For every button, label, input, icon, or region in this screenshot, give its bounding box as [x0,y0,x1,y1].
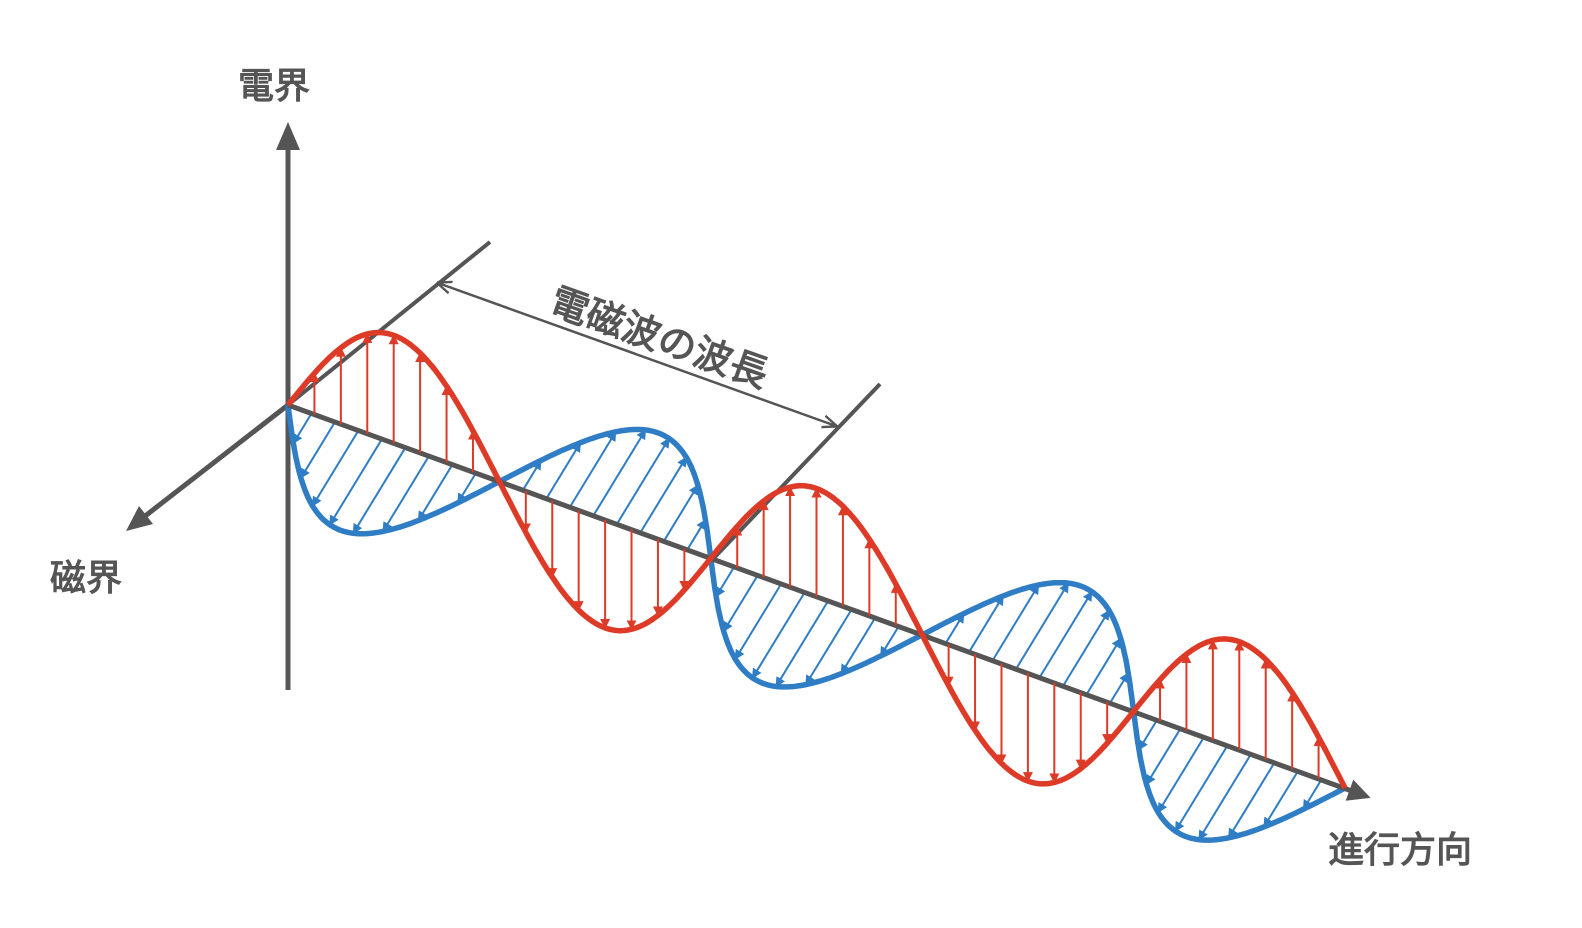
magnetic-vector-arrow [751,591,806,679]
magnetic-vector-arrow [722,574,759,632]
magnetic-vector-arrow [456,472,477,504]
magnetic-vector-arrow [311,430,360,507]
magnetic-vector-arrow [1174,744,1229,832]
magnetic-vector-arrow [1197,753,1252,841]
magnetic-vector-arrow [1015,582,1070,670]
electric-wave-group [285,329,1348,790]
magnetic-field-label: 磁界 [50,558,122,599]
magnetic-vector-arrow [804,608,853,686]
magnetic-vector-arrow [1227,761,1276,839]
magnetic-vector-arrow [686,519,707,551]
magnetic-vector-arrow [840,617,877,675]
magnetic-wave-group [285,404,1347,843]
propagation-label: 進行方向 [1328,830,1472,871]
magnetic-vector-arrow [615,437,670,525]
magnetic-vector-arrow [1109,672,1130,704]
magnetic-vector-arrow [292,412,313,445]
magnetic-vector-arrow [639,456,688,534]
wavelength-dimension-arrow [438,283,836,426]
magnetic-vector-arrow [352,447,407,535]
magnetic-vector-arrow [417,464,454,522]
magnetic-vector-arrow [1038,590,1093,678]
magnetic-wave-curve [285,404,1347,843]
magnetic-vector-arrow [300,421,336,479]
wavelength-label: 電磁波の波長 [545,279,776,397]
magnetic-vector-arrow [592,429,647,517]
magnetic-vector-arrow [715,566,736,598]
magnetic-vector-arrow [879,625,900,657]
magnetic-vector-arrow [662,484,699,542]
magnetic-vector-arrow [1302,778,1323,811]
magnetic-vector-arrow [1157,736,1205,814]
magnetic-vector-arrow [968,595,1005,653]
electric-field-label: 電界 [238,66,310,107]
magnetic-vector-arrow [545,441,582,500]
propagation-axis-group [287,402,1371,801]
magnetic-vector-arrow [569,430,617,508]
magnetic-vector-arrow [1138,719,1158,751]
magnetic-vector-arrow [328,438,383,526]
magnetic-vector-arrow [382,455,430,533]
magnetic-vector-arrow [991,584,1040,661]
magnetic-vector-arrow [944,612,965,644]
magnetic-vector-arrow [522,459,542,491]
magnetic-vector-arrow [775,600,830,688]
magnetic-vector-arrow [734,583,783,660]
propagation-axis [287,402,1371,801]
magnetic-vector-arrow [1263,770,1299,828]
wavelength-tick-left [286,240,492,407]
magnetic-vector-arrow [1085,637,1122,695]
magnetic-field-axis [138,403,290,522]
electric-axis-arrowhead [276,122,300,150]
magnetic-vector-arrow [1145,727,1182,786]
magnetic-axis-arrowhead [126,506,153,531]
magnetic-vector-arrow [1062,609,1110,687]
